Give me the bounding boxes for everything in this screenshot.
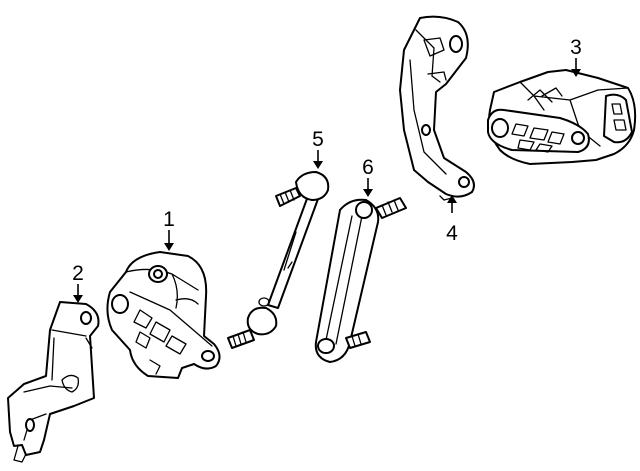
part-5-link-rod: [227, 171, 330, 349]
callout-label-6: 6: [362, 156, 374, 179]
callout-label-1: 1: [163, 208, 175, 231]
part-6-link-rod: [314, 197, 407, 363]
callout-arrow-2: [73, 284, 83, 303]
callout-arrow-4: [447, 195, 457, 213]
part-2-bracket: [7, 301, 100, 463]
part-4-bracket: [399, 15, 475, 201]
callout-label-2: 2: [72, 262, 84, 285]
callout-label-3: 3: [570, 36, 582, 59]
callout-label-4: 4: [446, 222, 458, 245]
callout-label-5: 5: [312, 128, 324, 151]
callout-arrow-6: [363, 178, 373, 197]
part-3-height-sensor: [487, 69, 637, 165]
callout-arrow-3: [571, 58, 581, 77]
callout-arrow-1: [164, 230, 174, 251]
part-1-height-sensor: [106, 251, 221, 379]
callout-arrow-5: [313, 150, 323, 169]
